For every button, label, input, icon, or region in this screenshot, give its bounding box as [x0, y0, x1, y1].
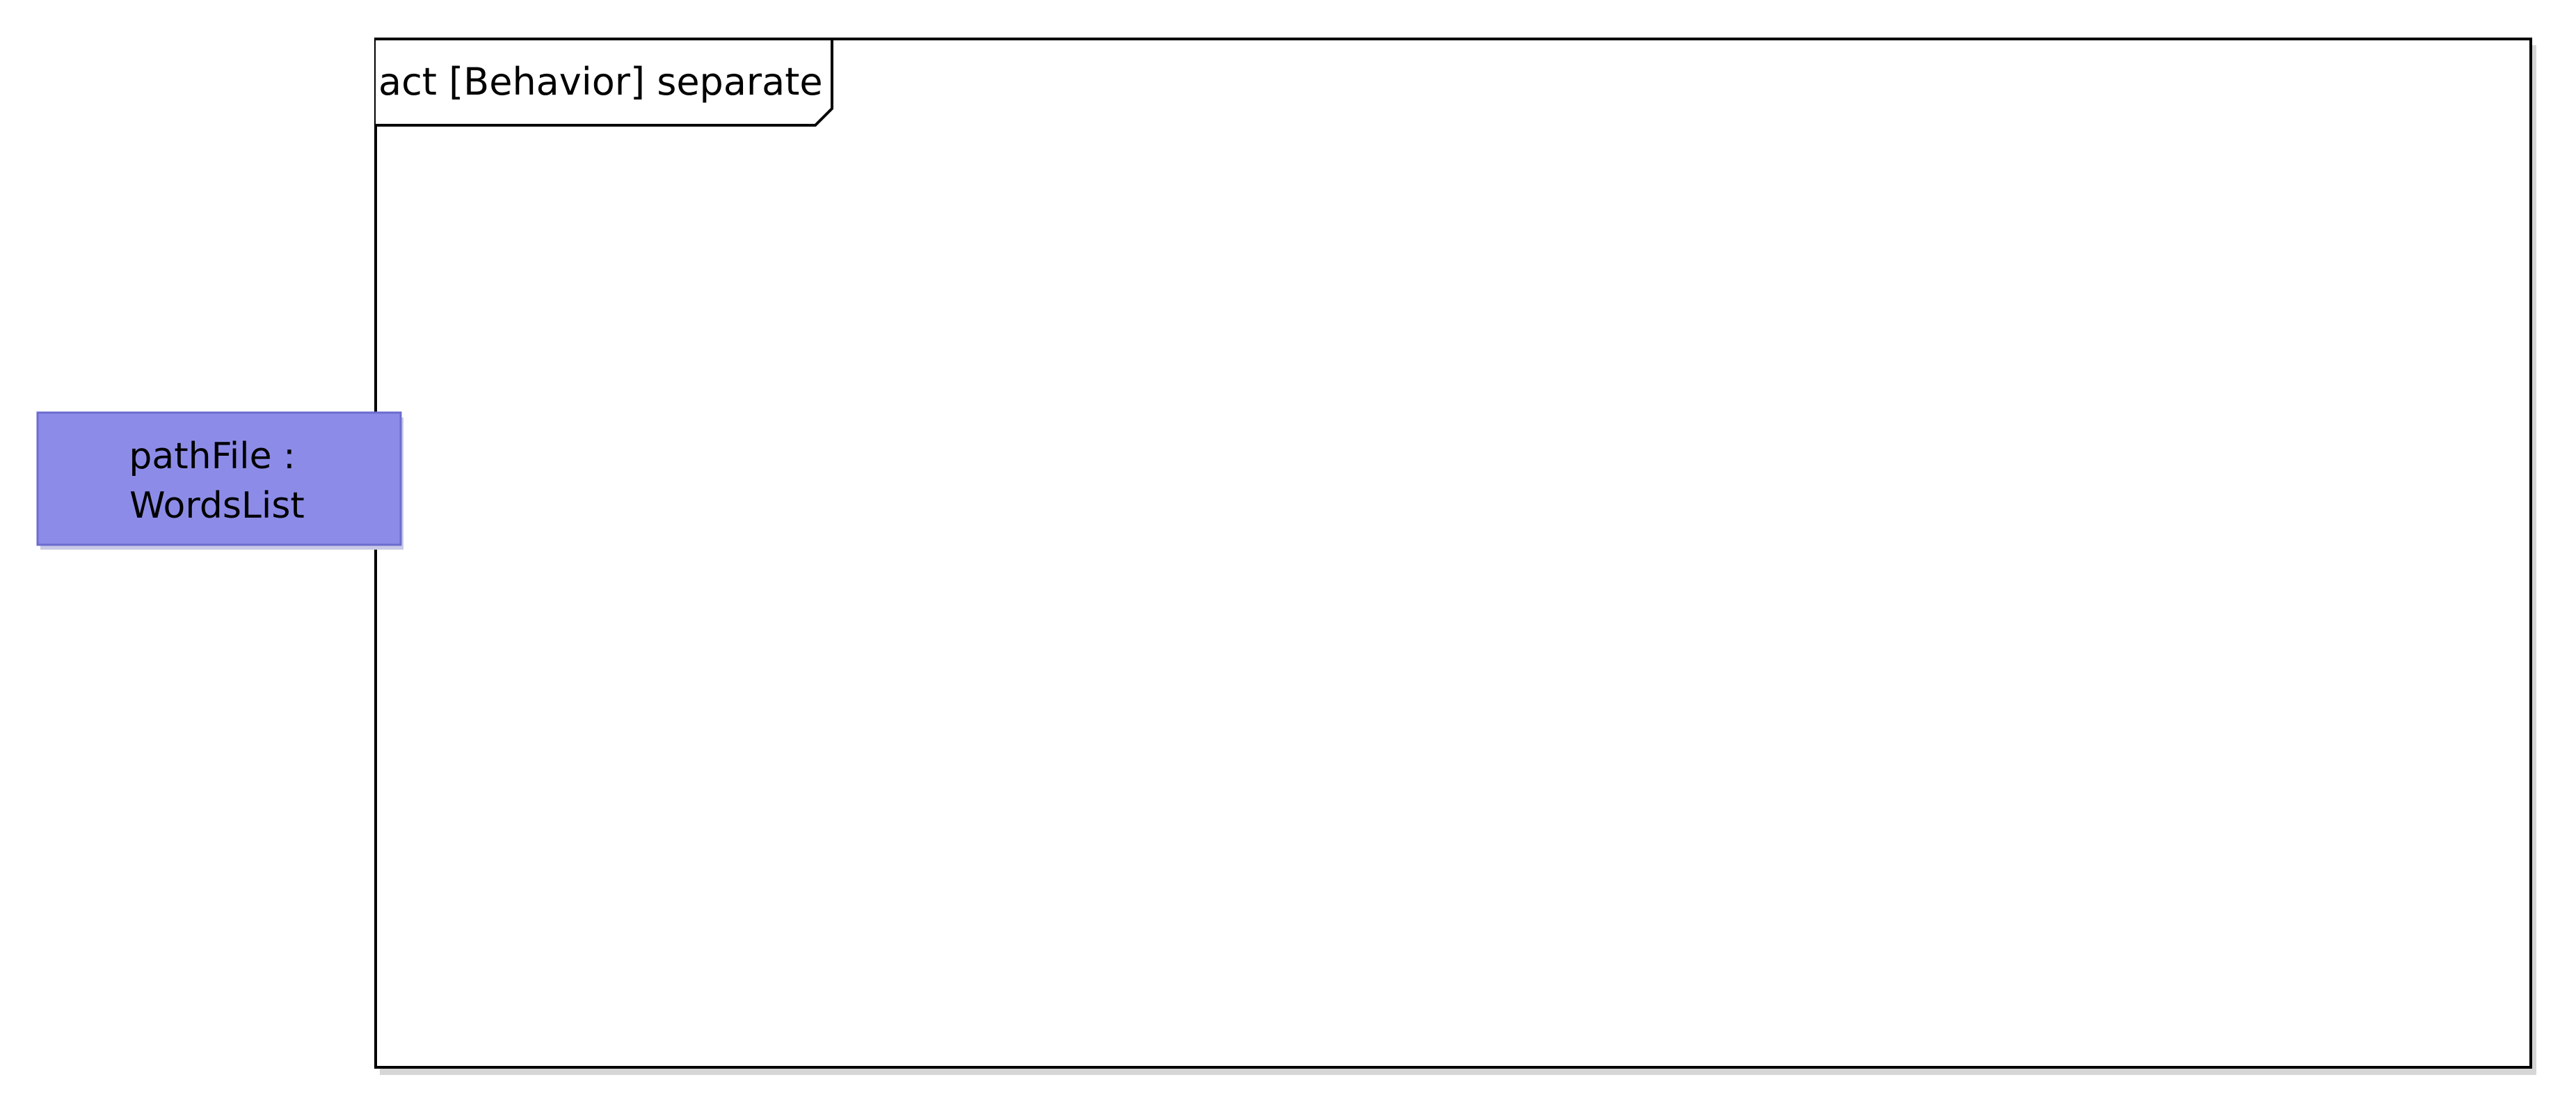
frame-title: act [Behavior] separate: [378, 60, 823, 104]
activity-frame[interactable]: [374, 38, 2532, 1069]
parameter-node-name: pathFile :: [129, 436, 295, 477]
parameter-node-type: WordsList: [129, 485, 305, 527]
activity-parameter-node[interactable]: [36, 411, 402, 546]
frame-name-tab: [376, 38, 833, 127]
